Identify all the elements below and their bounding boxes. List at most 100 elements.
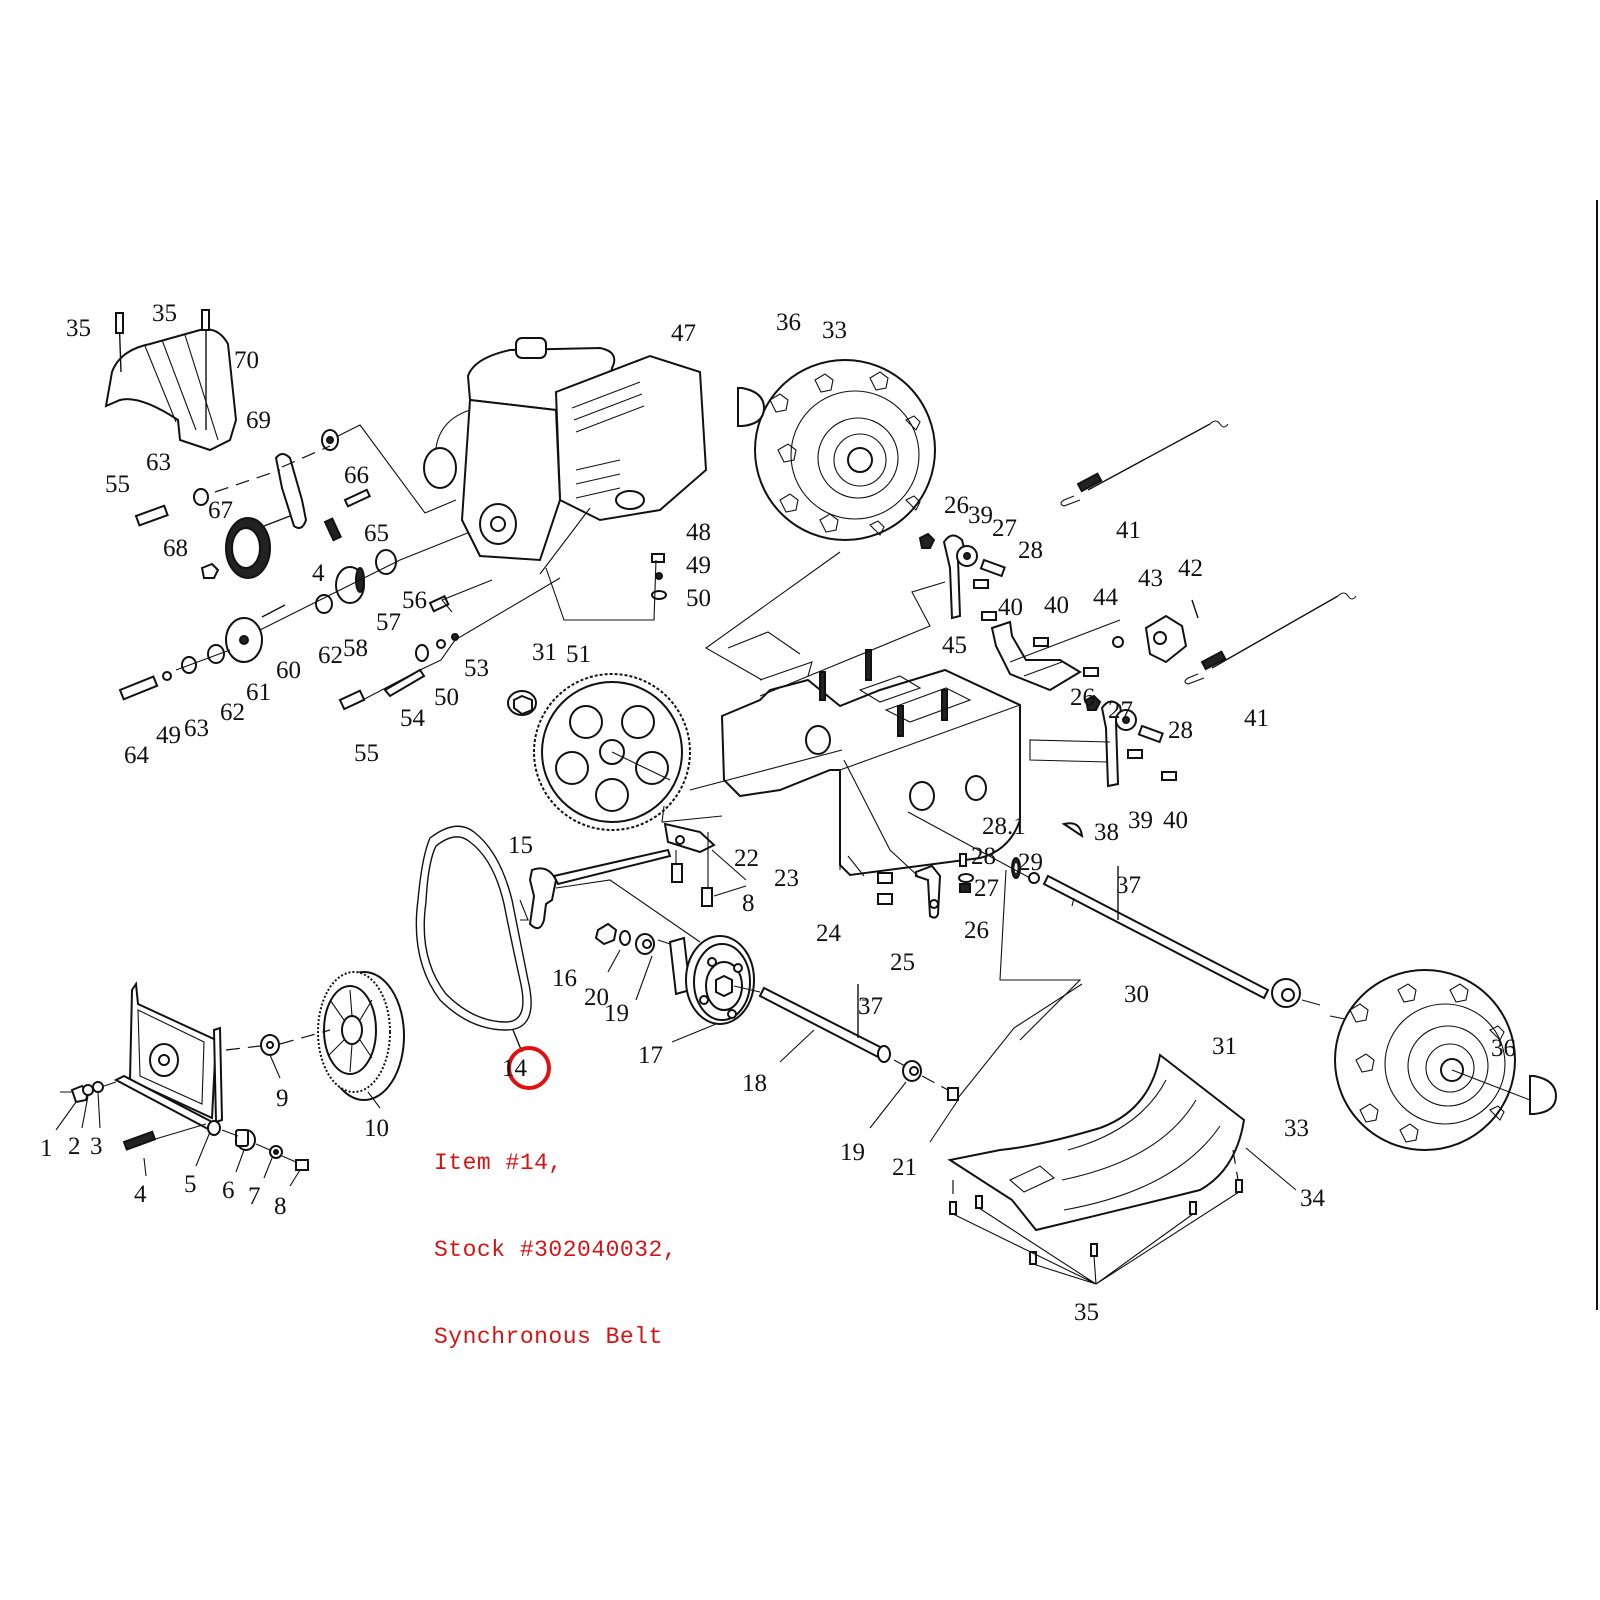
part-label-15: 15 (508, 832, 533, 859)
nut-part-26-c (959, 883, 971, 893)
part-label-49a: 49 (156, 722, 181, 749)
bolt-part-64 (118, 675, 159, 701)
part-label-34: 34 (1300, 1185, 1326, 1212)
bolts-part-24 (877, 872, 893, 905)
part-label-4a: 4 (312, 560, 325, 587)
part-label-68: 68 (163, 535, 188, 562)
part-label-66: 66 (344, 462, 369, 489)
nut-part-26-b (1084, 694, 1102, 711)
washer-part-63 (193, 488, 209, 506)
highlight-note: Item #14, Stock #302040032, Synchronous … (434, 1091, 677, 1381)
washer-part-62-a (207, 644, 225, 664)
friction-wheel-part-10 (317, 971, 405, 1101)
part-label-14: 14 (502, 1055, 528, 1082)
spring-part-4-b (122, 1130, 157, 1151)
part-label-26a: 26 (944, 492, 969, 519)
part-label-37a: 37 (1116, 872, 1141, 899)
part-label-19b: 19 (840, 1139, 865, 1166)
washer-part-3 (92, 1081, 104, 1093)
lever-bracket-part-45 (990, 620, 1082, 692)
part-label-31b: 31 (1212, 1033, 1237, 1060)
bolt-part-28-b (1137, 724, 1164, 744)
part-label-4b: 4 (134, 1181, 147, 1208)
bolt-part-28-c (959, 853, 967, 867)
bracket-part-22 (663, 822, 716, 854)
washer-part-7 (269, 1145, 283, 1159)
note-line-stock: Stock #302040032, (434, 1237, 678, 1263)
page-border-line (1596, 200, 1598, 1310)
pivot-shaft-part-5 (113, 1074, 221, 1136)
frame-part-23 (720, 649, 1021, 877)
part-label-47: 47 (671, 320, 696, 347)
part-label-28-1: 28.1 (982, 813, 1026, 840)
part-label-57: 57 (376, 609, 401, 636)
nut-part-26-a (918, 532, 936, 549)
part-label-10: 10 (364, 1115, 389, 1142)
lever-part-54 (383, 644, 429, 698)
part-label-7: 7 (248, 1183, 261, 1210)
part-label-24: 24 (816, 920, 842, 947)
part-label-55b: 55 (354, 740, 379, 767)
note-line-description: Synchronous Belt (434, 1324, 663, 1350)
part-label-69: 69 (246, 407, 271, 434)
bushing-part-6 (235, 1129, 256, 1151)
part-label-33b: 33 (1284, 1115, 1309, 1142)
bolt-part-8-b (295, 1159, 309, 1171)
part-label-5: 5 (184, 1171, 197, 1198)
pulley-part-61 (225, 617, 263, 663)
part-label-31a: 31 (532, 639, 557, 666)
part-label-25: 25 (890, 949, 915, 976)
idler-pulley-part-67 (225, 515, 291, 579)
bolt-part-56 (428, 594, 450, 613)
part-label-19a: 19 (604, 1000, 629, 1027)
part-label-33a: 33 (822, 317, 847, 344)
part-label-8b: 8 (274, 1193, 287, 1220)
part-label-40a: 40 (998, 594, 1023, 621)
washer-part-20 (619, 930, 631, 946)
washer-part-9 (260, 1034, 280, 1056)
part-label-20: 20 (584, 984, 609, 1011)
cable-part-41-b (1184, 592, 1357, 685)
part-label-50b: 50 (686, 585, 711, 612)
shaft-part-18 (758, 986, 891, 1063)
spring-part-4-a (323, 517, 343, 542)
part-label-30: 30 (1124, 981, 1149, 1008)
engine-part-47 (423, 337, 708, 562)
part-label-61: 61 (246, 679, 271, 706)
part-label-70: 70 (234, 347, 259, 374)
wheel-part-33-b (1334, 969, 1516, 1151)
pivot-block-part-43 (1144, 614, 1188, 664)
part-label-44: 44 (1093, 584, 1119, 611)
bushing-part-66 (321, 429, 339, 451)
part-label-27c: 27 (974, 875, 999, 902)
tensioner-arm-part-69 (274, 453, 308, 529)
part-label-27a: 27 (992, 515, 1017, 542)
bolt-part-21 (947, 1087, 959, 1101)
hub-cap-part-36-b (1529, 1075, 1558, 1115)
part-label-41b: 41 (1244, 705, 1269, 732)
part-label-48: 48 (686, 519, 711, 546)
part-label-23: 23 (774, 865, 799, 892)
lock-washer-part-2 (82, 1084, 94, 1096)
lock-washer-part-49-b (655, 572, 663, 580)
part-label-28b: 28 (1168, 717, 1193, 744)
key-part-38 (1061, 822, 1084, 839)
belt-cover-part-70 (104, 328, 238, 452)
washer-part-44 (1112, 636, 1124, 648)
spacer-part-19-b (902, 1060, 922, 1082)
wheel-part-33-a (754, 359, 936, 541)
part-label-56: 56 (402, 587, 427, 614)
part-label-43: 43 (1138, 565, 1163, 592)
part-label-50a: 50 (434, 684, 459, 711)
axle-part-30 (1042, 874, 1270, 1000)
highlight-circle-item-14 (507, 1046, 551, 1090)
bearing-part-31-a (507, 690, 537, 716)
part-label-26c: 26 (964, 917, 989, 944)
pin-part-37-b (857, 984, 866, 1038)
washer-part-27-b (1115, 709, 1137, 731)
part-label-62b: 62 (220, 699, 245, 726)
part-label-29: 29 (1018, 849, 1043, 876)
nut-part-16 (594, 922, 618, 946)
lock-washer-part-49-a (162, 671, 172, 681)
